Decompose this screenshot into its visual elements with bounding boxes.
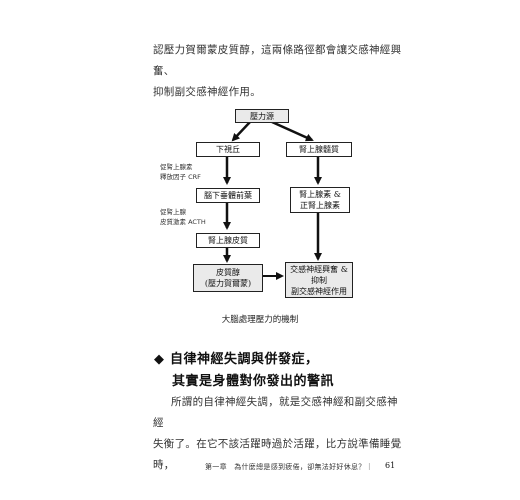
page-number: 61 <box>385 461 396 470</box>
cortisol-line-1: 皮質醇 <box>216 268 240 277</box>
adrenal-medulla-label: 腎上腺髓質 <box>299 145 339 154</box>
body-line-1: 所謂的自律神經失調，就是交感神經和副交感神經 <box>153 396 398 429</box>
section-heading: ◆ 自律神經失調與併發症， 其實是身體對你發出的警訊 <box>154 349 334 393</box>
adrenal-medulla-box: 腎上腺髓質 <box>286 142 352 157</box>
adrenaline-box: 腎上腺素 & 正腎上腺素 <box>290 187 350 213</box>
adrenaline-line-2: 正腎上腺素 <box>300 201 340 210</box>
intro-line-1: 認壓力賀爾蒙皮質醇，這兩條路徑都會讓交感神經興奮、 <box>153 44 402 77</box>
note-acth-line-1: 促腎上腺 <box>160 208 186 216</box>
note-acth: 促腎上腺 皮質激素 ACTH <box>160 207 206 227</box>
intro-paragraph: 認壓力賀爾蒙皮質醇，這兩條路徑都會讓交感神經興奮、 抑制副交感神經作用。 <box>153 40 403 103</box>
pituitary-box: 腦下垂體前葉 <box>196 188 260 203</box>
body-line-2: 失衡了。在它不該活躍時過於活躍，比方說準備睡覺時， <box>153 438 402 471</box>
sympathetic-line-2: 抑制 <box>311 275 327 285</box>
sympathetic-line-1: 交感神經興奮 & <box>290 264 348 274</box>
intro-line-2: 抑制副交感神經作用。 <box>153 86 261 98</box>
cortisol-box: 皮質醇 (壓力賀爾蒙) <box>193 264 263 292</box>
diamond-bullet-icon: ◆ <box>154 352 165 367</box>
sympathetic-line-3: 副交感神經作用 <box>291 286 347 296</box>
hypothalamus-label: 下視丘 <box>216 145 240 154</box>
note-crf: 促腎上腺素 釋放因子 CRF <box>160 162 201 182</box>
arrow-source-to-hypothalamus <box>231 121 251 142</box>
note-crf-line-2: 釋放因子 CRF <box>160 173 201 181</box>
arrow-source-to-medulla <box>271 120 314 142</box>
note-crf-line-1: 促腎上腺素 <box>160 163 193 171</box>
heading-line-1: 自律神經失調與併發症， <box>170 352 319 367</box>
hypothalamus-box: 下視丘 <box>196 142 260 157</box>
body-paragraph: 所謂的自律神經失調，就是交感神經和副交感神經 失衡了。在它不該活躍時過於活躍，比… <box>153 392 403 476</box>
stress-source-box: 壓力源 <box>235 109 289 123</box>
adrenal-cortex-box: 腎上腺皮質 <box>196 233 260 248</box>
heading-line-2: 其實是身體對你發出的警訊 <box>172 374 335 389</box>
pituitary-label: 腦下垂體前葉 <box>204 191 252 200</box>
adrenaline-line-1: 腎上腺素 & <box>299 190 341 199</box>
cortisol-line-2: (壓力賀爾蒙) <box>204 279 252 288</box>
page-footer: 第一章 為什麼總是感到疲倦，卻無法好好休息？｜ <box>205 463 373 471</box>
adrenal-cortex-label: 腎上腺皮質 <box>208 236 248 245</box>
note-acth-line-2: 皮質激素 ACTH <box>160 218 206 226</box>
figure-caption: 大腦處理壓力的機制 <box>221 315 299 325</box>
stress-source-label: 壓力源 <box>250 111 274 121</box>
sympathetic-box: 交感神經興奮 & 抑制 副交感神經作用 <box>285 262 353 298</box>
